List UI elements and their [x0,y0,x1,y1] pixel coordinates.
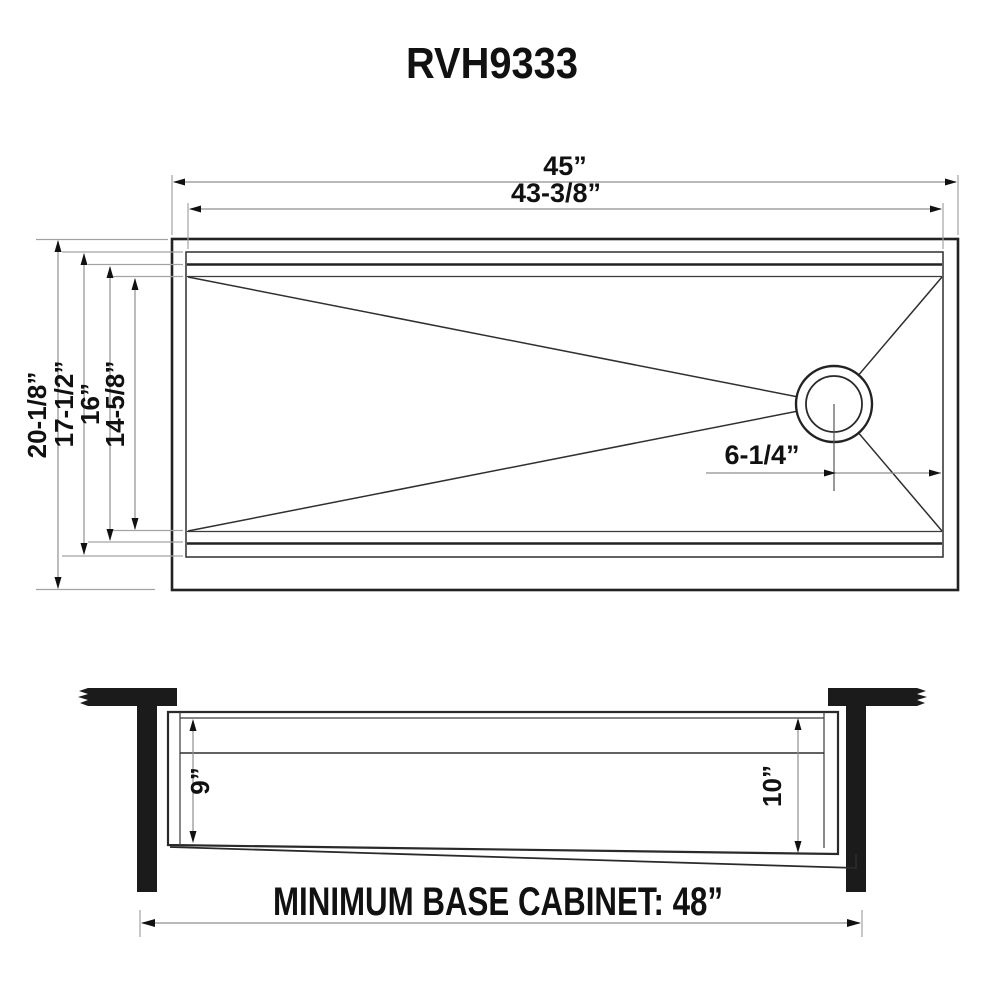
sink-inner-outline [185,251,944,558]
top-view [170,237,960,592]
dim-inner-depth-label: 17-1/2” [49,361,79,448]
ledge-rails [187,263,942,545]
dim-overall-width: 45” [171,151,959,235]
dim-drain-offset-label: 6-1/4” [724,440,799,470]
dim-ledge-depth-label: 16” [75,383,105,425]
page-title: RVH9333 [406,39,578,88]
dim-depth-back-label: 10” [757,765,787,807]
dim-base-cabinet [139,910,863,937]
countertop-right [828,688,927,706]
dim-overall-depth: 20-1/8” [22,238,168,591]
dim-inner-depth: 17-1/2” [49,251,183,557]
cabinet-wall-right [846,705,866,892]
cabinet-wall-left [137,705,157,892]
dim-inner-width-label: 43-3/8” [511,178,601,208]
sloped-bottom-line [169,846,857,869]
dim-basin-depth-label: 14-5/8” [100,361,130,448]
countertop-left [78,688,177,706]
side-view: 9” 10” MINIMUM BASE CABINET: 48” [78,688,927,937]
dim-basin-depth: 14-5/8” [100,275,183,532]
dim-ledge-depth: 16” [75,263,183,543]
dim-overall-depth-label: 20-1/8” [22,372,52,459]
dim-inner-width: 43-3/8” [187,178,944,249]
drain [794,364,874,491]
sink-side-outline [166,710,857,869]
dim-depth-front: 9” [185,719,215,843]
dim-depth-front-label: 9” [185,767,215,794]
dim-drain-offset: 6-1/4” [706,440,941,477]
dim-overall-width-label: 45” [543,151,587,181]
base-cabinet-note-label: MINIMUM BASE CABINET: 48” [273,880,723,924]
dim-depth-back: 10” [757,718,802,853]
